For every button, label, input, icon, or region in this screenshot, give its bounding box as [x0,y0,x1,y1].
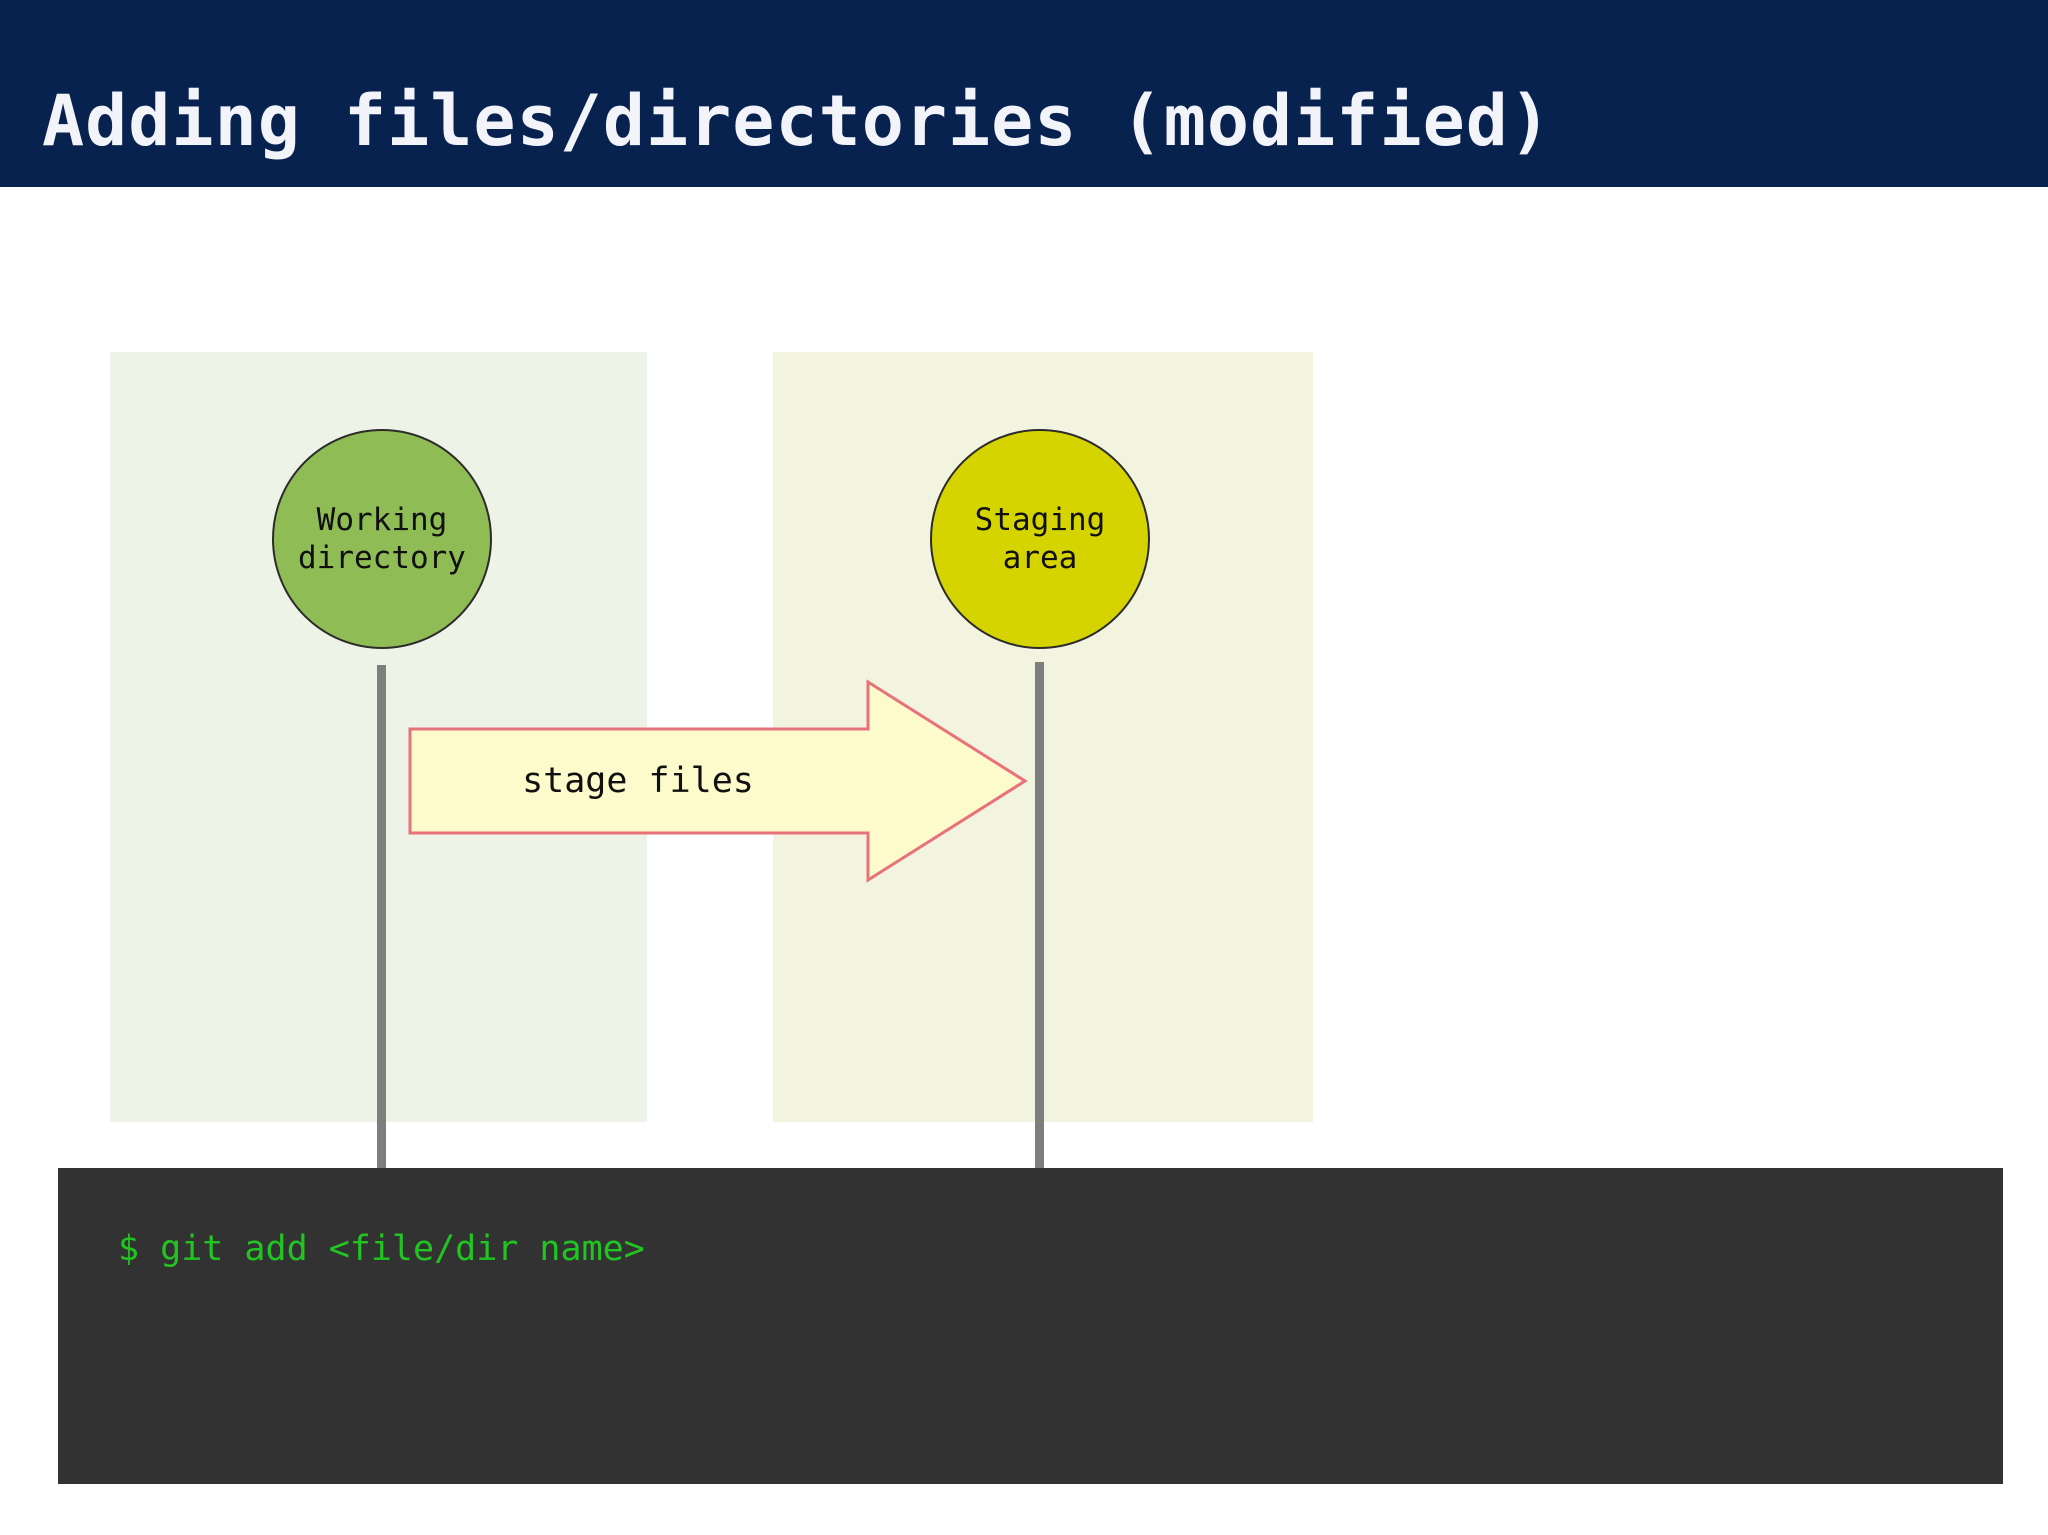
arrow-label: stage files [522,761,754,801]
slide-header-bar: Adding files/directories (modified) [0,0,2048,187]
staging-area-lifeline [1035,662,1044,1295]
node-working-directory-line2: directory [298,540,466,576]
terminal-command-line: $ git add <file/dir name> [118,1229,645,1269]
terminal-panel: $ git add <file/dir name> [58,1168,2003,1484]
stage-files-arrow: stage files [408,679,1028,883]
diagram-canvas: stage files Working directory Staging ar… [0,187,2048,1295]
node-staging-area-line2: area [1002,540,1078,576]
working-directory-lifeline [377,665,386,1295]
page-title: Adding files/directories (modified) [42,80,1553,162]
arrow-polygon [408,679,1028,883]
node-working-directory-line1: Working [316,501,448,538]
node-staging-area: Staging area [930,429,1150,649]
arrow-shape-svg [408,679,1028,883]
node-working-directory: Working directory [272,429,492,649]
node-staging-area-line1: Staging [974,501,1106,538]
